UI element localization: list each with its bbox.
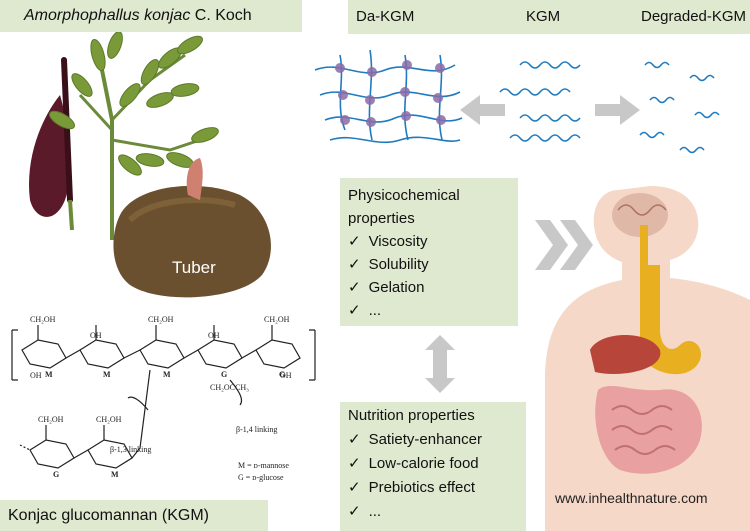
kgm-forms-box: Da-KGM KGM Degraded-KGM (348, 0, 750, 34)
form-kgm: KGM (526, 8, 561, 25)
nutr-item: Low-calorie food (348, 452, 518, 476)
nutr-item: Satiety-enhancer (348, 428, 518, 452)
beta14-label: β-1,4 linking (236, 425, 277, 434)
form-degraded-kgm: Degraded-KGM (641, 8, 747, 25)
ring-label-lower-0: G (53, 470, 59, 479)
legend-mannose: M = ᴅ-mannose (238, 461, 289, 470)
tuber-label: Tuber (172, 258, 216, 277)
legend-glucose: G = ᴅ-glucose (238, 473, 284, 482)
label-ch2oh-1: CH₂OH (30, 315, 56, 324)
ring-label-4: G (279, 370, 285, 379)
arrow-updown (425, 335, 455, 393)
website-label: www.inhealthnature.com (555, 490, 708, 506)
nutrition-title: Nutrition properties (348, 407, 475, 424)
ring-label-0: M (45, 370, 53, 379)
nutr-item: ... (348, 500, 518, 524)
kgm-structure-labels: CH₂OH CH₂OH CH₂OH CH₂OH CH₂OH CH₂OCCH₃ O… (30, 315, 292, 482)
nutr-item: Prebiotics effect (348, 476, 518, 500)
conversion-arrows (425, 95, 640, 393)
label-oh-2: OH (208, 331, 220, 340)
arrow-right (595, 95, 640, 125)
label-ch2oh-2: CH₂OH (148, 315, 174, 324)
form-da-kgm: Da-KGM (356, 8, 415, 25)
plant-name-author: C. Koch (194, 7, 252, 24)
esophagus (640, 225, 648, 265)
konjac-leaves (49, 31, 219, 240)
label-ch2oh-5: CH₂OH (96, 415, 122, 424)
ring-label-lower-1: M (111, 470, 119, 479)
label-oh-4: OH (280, 371, 292, 380)
kgm-structure (11, 325, 316, 469)
ring-label-3: G (221, 370, 227, 379)
beta13-label: β-1,3 linking (110, 445, 151, 454)
phys-item: Solubility (348, 253, 510, 276)
chevron-arrow-2 (560, 220, 593, 270)
konjac-flower (29, 57, 74, 231)
label-ch2oh-4: CH₂OH (38, 415, 64, 424)
phys-item: Viscosity (348, 230, 510, 253)
arrow-left (460, 95, 505, 125)
ring-label-2: M (163, 370, 171, 379)
plant-name-box: Amorphophallus konjac C. Koch (0, 0, 302, 32)
plant-name-italic: Amorphophallus konjac (24, 7, 191, 24)
phys-item: Gelation (348, 276, 510, 299)
label-acetyl: CH₂OCCH₃ (210, 383, 249, 392)
tuber-image (113, 158, 271, 298)
human-body (545, 186, 750, 531)
kgm-caption-box: Konjac glucomannan (KGM) (0, 500, 268, 531)
kgm-chains (499, 61, 581, 142)
degraded-kgm-chains (639, 61, 720, 154)
da-kgm-nodes (335, 60, 446, 127)
chevron-arrow-1 (535, 220, 568, 270)
ring-label-1: M (103, 370, 111, 379)
liver-icon (590, 335, 661, 374)
label-oh-3: OH (30, 371, 42, 380)
label-ch2oh-3: CH₂OH (264, 315, 290, 324)
label-oh-1: OH (90, 331, 102, 340)
physicochemical-title-2: properties (348, 210, 415, 227)
nutrition-box: Nutrition properties Satiety-enhancer Lo… (340, 402, 526, 531)
physicochemical-box: Physicochemical properties Viscosity Sol… (340, 178, 518, 326)
phys-item: ... (348, 299, 510, 322)
intestine-icon (595, 385, 702, 474)
physicochemical-title-1: Physicochemical (348, 187, 460, 204)
